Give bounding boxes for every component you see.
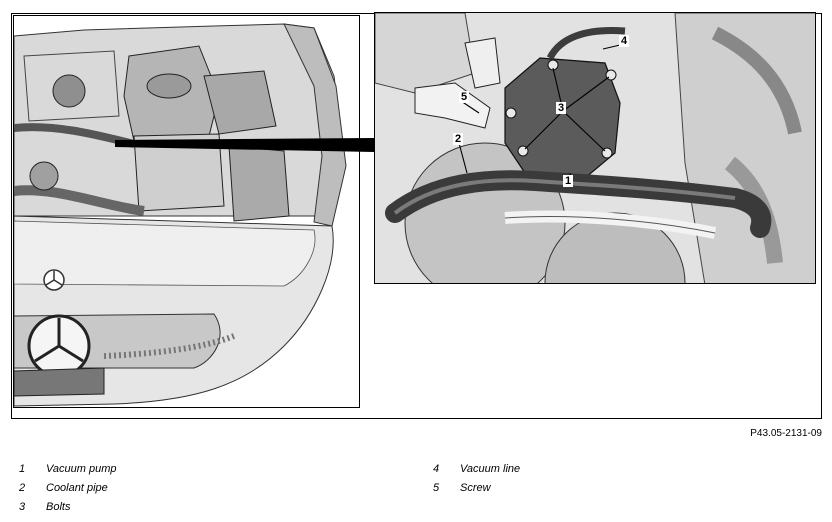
- vacuum-line: [546, 26, 626, 60]
- legend-item-5: 5 Screw: [433, 482, 491, 494]
- callout-label-1: 1: [563, 175, 574, 187]
- brand-emblem-large: [27, 314, 91, 378]
- callout-label-5: 5: [459, 91, 470, 103]
- figure-reference-code: P43.05-2131-09: [750, 428, 822, 439]
- legend-label: Bolts: [46, 501, 71, 513]
- legend-number: 4: [433, 463, 440, 475]
- vacuum-pump-detail-drawing: [375, 13, 815, 283]
- legend-item-1: 1 Vacuum pump: [19, 463, 117, 475]
- legend-item-3: 3 Bolts: [19, 501, 70, 513]
- brand-emblem-small: [43, 269, 65, 291]
- legend-number: 5: [433, 482, 440, 494]
- legend-number: 2: [19, 482, 26, 494]
- vacuum-pump-body: [504, 57, 621, 179]
- legend-label: Vacuum pump: [46, 463, 117, 475]
- callout-label-4: 4: [619, 35, 630, 47]
- vehicle-overview-illustration: [13, 15, 360, 408]
- legend-number: 3: [19, 501, 26, 513]
- legend-label: Screw: [460, 482, 491, 494]
- vehicle-front-drawing: [14, 23, 347, 407]
- callout-label-2: 2: [453, 133, 464, 145]
- legend-item-2: 2 Coolant pipe: [19, 482, 108, 494]
- callout-label-3: 3: [556, 102, 567, 114]
- legend-label: Coolant pipe: [46, 482, 108, 494]
- legend-label: Vacuum line: [460, 463, 521, 475]
- legend-item-4: 4 Vacuum line: [433, 463, 520, 475]
- legend-number: 1: [19, 463, 26, 475]
- vacuum-pump-detail-illustration: 3 1 4 5 2: [374, 12, 816, 284]
